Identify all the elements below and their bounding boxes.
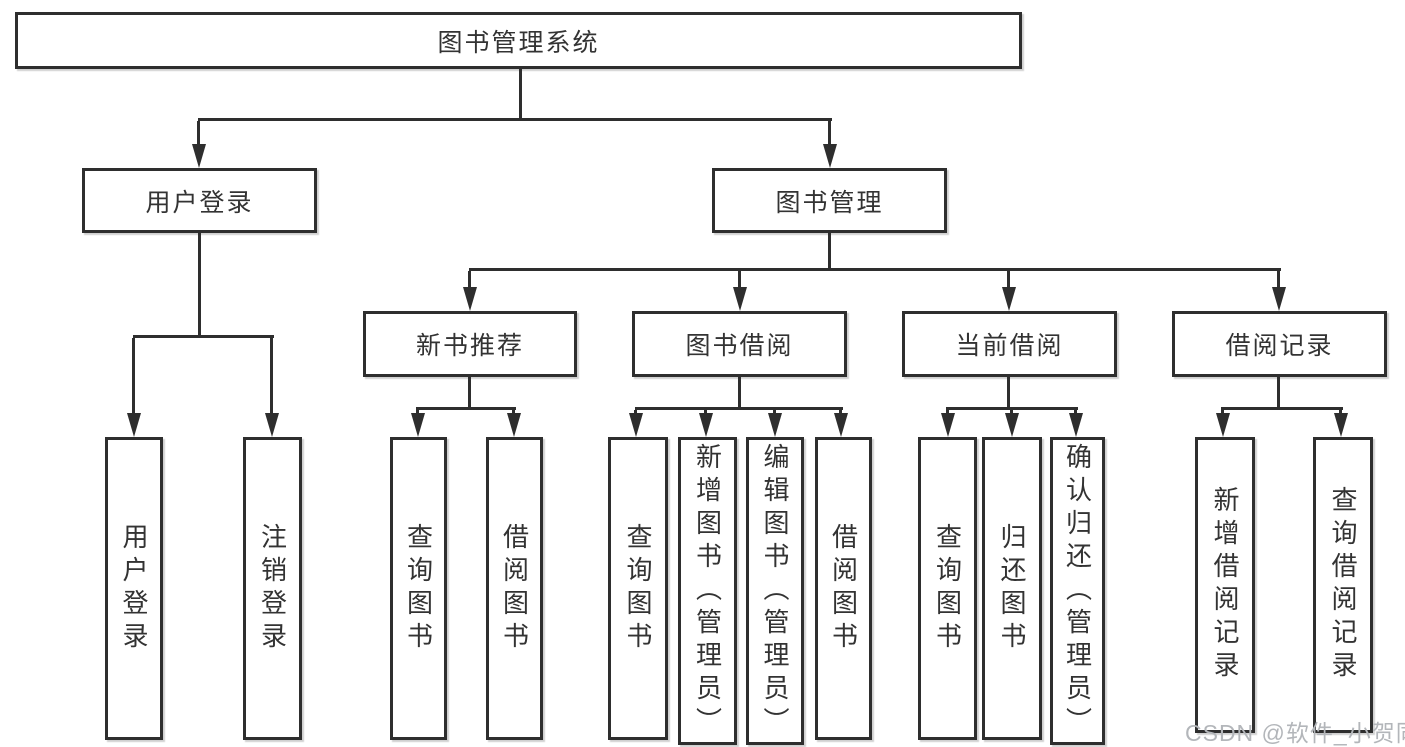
arrow-to-br-query-record xyxy=(1334,410,1348,437)
connector-br-stub xyxy=(1277,377,1280,407)
node-current-borrowing: 当前借阅 xyxy=(902,311,1117,377)
arrow-to-br-add-record xyxy=(1216,410,1230,437)
connector-cb-stub xyxy=(1007,377,1010,407)
connector-bb-tee xyxy=(635,407,843,410)
arrow-to-cb-query-book xyxy=(941,410,955,437)
arrow-to-rec-query-book xyxy=(411,410,425,437)
leaf-cb-query-book: 查询图书 xyxy=(918,437,977,740)
leaf-bb-edit-book-admin-label: 编辑图书（管理员） xyxy=(760,442,790,740)
leaf-rec-borrow-book-label: 借阅图书 xyxy=(499,522,530,655)
leaf-br-add-record-label: 新增借阅记录 xyxy=(1210,486,1240,684)
leaf-cb-confirm-return-admin-label: 确认归还（管理员） xyxy=(1062,442,1093,740)
leaf-bb-borrow-book: 借阅图书 xyxy=(815,437,872,740)
node-new-book-recommend: 新书推荐 xyxy=(363,311,577,377)
arrow-to-bb-edit-book xyxy=(768,410,782,437)
leaf-rec-query-book-label: 查询图书 xyxy=(403,522,434,655)
connector-bb-stub xyxy=(738,377,741,407)
leaf-logout-label: 注销登录 xyxy=(257,522,288,655)
leaf-cb-return-book: 归还图书 xyxy=(982,437,1042,740)
leaf-bb-add-book-admin: 新增图书（管理员） xyxy=(678,437,737,745)
arrow-to-rec-borrow-book xyxy=(507,410,521,437)
connector-book-mgmt-stub xyxy=(828,233,831,268)
leaf-cb-query-book-label: 查询图书 xyxy=(932,522,963,655)
arrow-to-borrowing-records xyxy=(1272,271,1286,311)
leaf-rec-query-book: 查询图书 xyxy=(390,437,447,740)
arrow-to-user-login xyxy=(192,121,206,168)
leaf-user-login-label: 用户登录 xyxy=(119,522,149,655)
leaf-rec-borrow-book: 借阅图书 xyxy=(486,437,543,740)
connector-user-login-stub xyxy=(198,233,201,335)
connector-root-stub xyxy=(519,69,522,118)
leaf-bb-query-book-label: 查询图书 xyxy=(623,522,653,655)
connector-cb-tee xyxy=(946,407,1078,410)
arrow-to-cb-return-book xyxy=(1005,410,1019,437)
leaf-br-query-record: 查询借阅记录 xyxy=(1313,437,1373,733)
connector-rec-tee xyxy=(416,407,516,410)
leaf-bb-borrow-book-label: 借阅图书 xyxy=(828,522,859,655)
leaf-logout: 注销登录 xyxy=(243,437,302,740)
leaf-bb-query-book: 查询图书 xyxy=(608,437,668,740)
leaf-br-add-record: 新增借阅记录 xyxy=(1195,437,1255,733)
leaf-bb-add-book-admin-label: 新增图书（管理员） xyxy=(692,442,723,740)
leaf-user-login: 用户登录 xyxy=(105,437,163,740)
arrow-to-bb-add-book xyxy=(699,410,713,437)
node-book-borrowing: 图书借阅 xyxy=(632,311,847,377)
arrow-to-book-management xyxy=(823,121,837,168)
leaf-cb-confirm-return-admin: 确认归还（管理员） xyxy=(1050,437,1105,745)
connector-book-mgmt-tee xyxy=(469,268,1281,271)
connector-rec-stub xyxy=(468,377,471,407)
leaf-bb-edit-book-admin: 编辑图书（管理员） xyxy=(746,437,804,745)
leaf-br-query-record-label: 查询借阅记录 xyxy=(1328,486,1358,684)
arrow-to-current-borrowing xyxy=(1002,271,1016,311)
arrow-to-leaf-user-login xyxy=(127,338,141,437)
node-library-management-system: 图书管理系统 xyxy=(15,12,1022,69)
arrow-to-book-borrowing xyxy=(733,271,747,311)
arrow-to-cb-confirm-return xyxy=(1069,410,1083,437)
node-book-management: 图书管理 xyxy=(712,168,947,233)
csdn-watermark: CSDN @软件_小贺同学 xyxy=(1185,720,1405,746)
arrow-to-bb-query-book xyxy=(629,410,643,437)
node-borrowing-records: 借阅记录 xyxy=(1172,311,1387,377)
connector-user-login-tee xyxy=(133,335,274,338)
leaf-cb-return-book-label: 归还图书 xyxy=(997,522,1027,655)
arrow-to-bb-borrow-book xyxy=(834,410,848,437)
arrow-to-leaf-logout xyxy=(265,338,279,437)
connector-br-tee xyxy=(1221,407,1343,410)
node-user-login: 用户登录 xyxy=(82,168,317,233)
connector-root-tee xyxy=(198,118,832,121)
arrow-to-new-book-recommend xyxy=(463,271,477,311)
